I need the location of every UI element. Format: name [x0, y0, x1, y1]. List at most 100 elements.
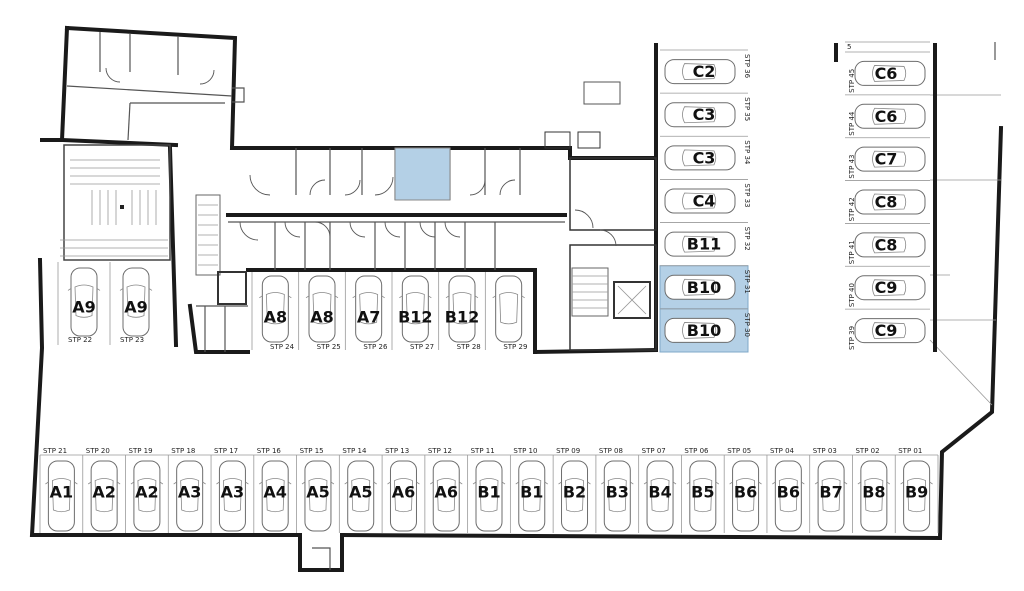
slot-number: STP 06	[684, 447, 709, 455]
slot-owner-label: C8	[875, 193, 898, 212]
slot-number: 5	[847, 43, 851, 51]
slot-owner-label: A9	[124, 298, 148, 317]
parking-slot[interactable]: STP 06 B5	[681, 447, 724, 533]
slot-owner-label: A5	[349, 483, 373, 502]
slot-owner-label: C4	[693, 192, 716, 211]
parking-slot[interactable]: STP 13 A6	[381, 447, 425, 533]
parking-slot[interactable]: STP 26 A7	[344, 272, 392, 351]
slot-owner-label: B6	[734, 483, 757, 502]
slot-owner-label: B1	[520, 483, 543, 502]
slot-owner-label: B2	[563, 483, 586, 502]
slot-number: STP 19	[129, 447, 153, 455]
parking-slot[interactable]: STP 03 B7	[809, 447, 853, 533]
slot-number: STP 07	[642, 447, 666, 455]
slot-owner-label: B9	[905, 483, 928, 502]
slot-number: STP 21	[43, 447, 67, 455]
parking-slot[interactable]: 5	[845, 41, 930, 52]
parking-slot[interactable]: C8 STP 42	[845, 180, 930, 224]
slot-number: STP 43	[848, 154, 856, 178]
parking-slot[interactable]: STP 10 B1	[509, 447, 553, 533]
building-structure	[29, 25, 1004, 572]
parking-slot[interactable]: C6 STP 44	[845, 94, 930, 138]
parking-slot[interactable]: STP 28 B12	[438, 272, 486, 351]
slot-number: STP 01	[898, 447, 922, 455]
slot-number: STP 28	[457, 343, 481, 351]
slot-number: STP 32	[743, 227, 751, 251]
parking-slot[interactable]: STP 18 A3	[167, 447, 211, 533]
slot-number: STP 15	[300, 447, 324, 455]
slot-number: STP 20	[86, 447, 110, 455]
slot-owner-label: C6	[875, 107, 898, 126]
slot-number: STP 13	[385, 447, 409, 455]
slot-owner-label: B7	[819, 483, 842, 502]
slot-owner-label: A7	[357, 308, 381, 327]
slot-number: STP 44	[848, 111, 856, 136]
slot-number: STP 05	[727, 447, 751, 455]
slot-owner-label: B1	[477, 483, 500, 502]
slot-number: STP 03	[813, 447, 837, 455]
parking-slot[interactable]: STP 23 A9	[109, 262, 162, 345]
slot-owner-label: B12	[445, 308, 479, 327]
slot-owner-label: B5	[691, 483, 714, 502]
slot-owner-label: A9	[72, 298, 96, 317]
slot-number: STP 45	[848, 69, 856, 93]
slot-number: STP 26	[363, 343, 388, 351]
parking-slot[interactable]: STP 09 B2	[552, 447, 596, 533]
slot-owner-label: C9	[875, 278, 898, 297]
parking-slot[interactable]: C4 STP 33	[660, 179, 751, 222]
slot-owner-label: A6	[392, 483, 416, 502]
slot-number: STP 39	[848, 326, 856, 350]
slot-owner-label: B11	[687, 235, 721, 254]
slot-number: STP 27	[410, 343, 434, 351]
slot-owner-label: A4	[263, 483, 287, 502]
slot-number: STP 33	[743, 183, 751, 207]
slot-owner-label: B8	[862, 483, 885, 502]
parking-slot[interactable]: B11 STP 32	[660, 222, 751, 266]
bike-storage	[60, 144, 171, 261]
parking-slot[interactable]: STP 29	[484, 272, 532, 351]
slot-owner-label: C3	[693, 148, 716, 167]
slot-number: STP 42	[848, 197, 856, 221]
slot-number: STP 23	[120, 336, 144, 344]
slot-owner-label: A3	[178, 483, 202, 502]
slot-number: STP 41	[848, 240, 856, 264]
slot-number: STP 10	[513, 447, 537, 455]
parking-slot[interactable]: STP 01 B9	[894, 447, 938, 533]
slot-number: STP 09	[556, 447, 580, 455]
slot-owner-label: A6	[434, 483, 458, 502]
slot-owner-label: A3	[221, 483, 245, 502]
slot-number: STP 31	[743, 270, 751, 294]
slot-number: STP 18	[171, 447, 195, 455]
parking-slot[interactable]: STP 05 B6	[723, 447, 767, 533]
slot-owner-label: B6	[777, 483, 800, 502]
slot-number: STP 30	[743, 313, 751, 337]
